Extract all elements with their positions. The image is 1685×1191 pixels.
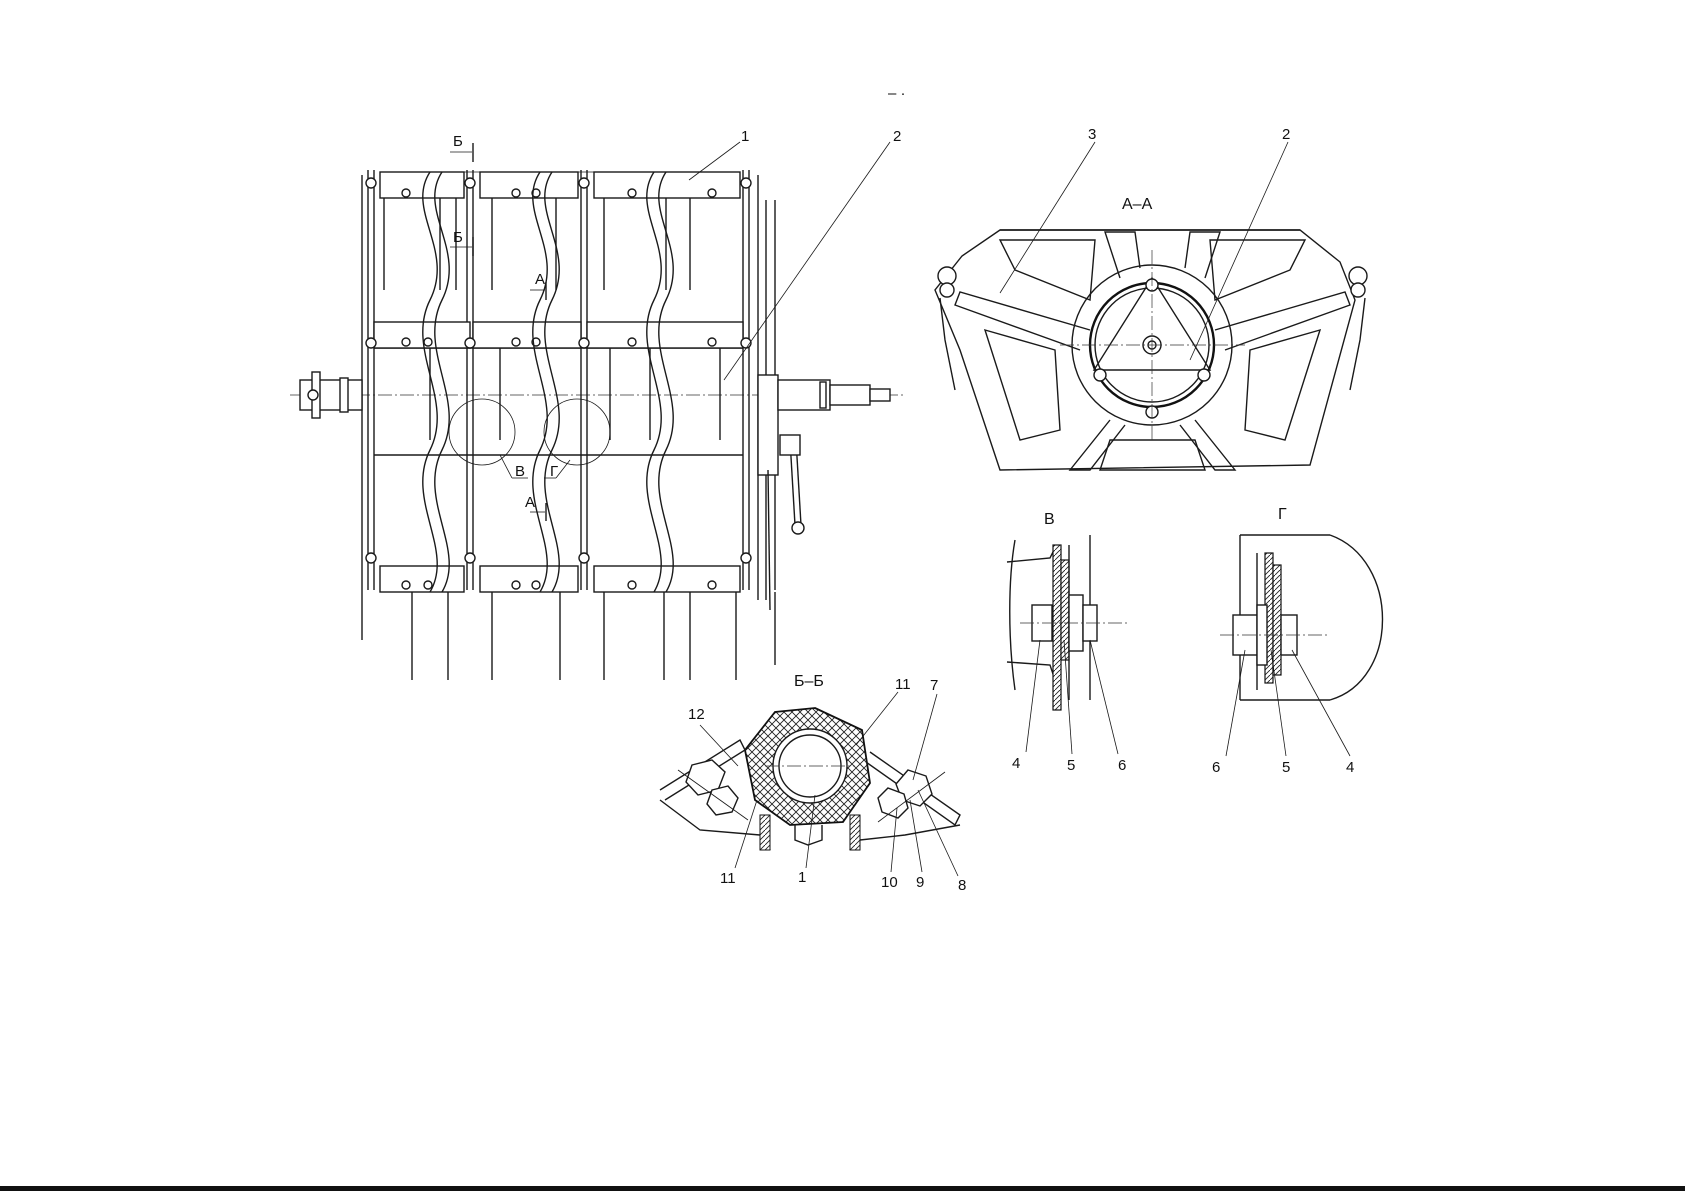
section-bb: Б–Б 12 [660,673,966,894]
callout-bb-7: 7 [930,677,938,694]
detail-mark-g: Г [550,463,558,480]
callout-v-5: 5 [1067,757,1075,774]
callout-bb-12: 12 [688,706,705,723]
tine-bar-top [380,172,740,198]
detail-g-title: Г [1278,506,1287,523]
callout-bb-11-top: 11 [895,676,911,693]
callout-v-4: 4 [1012,755,1020,772]
callout-g-5: 5 [1282,759,1290,776]
bolt-left [678,760,748,820]
section-aa-title: А–А [1122,196,1153,213]
tines [384,198,775,680]
bar-bolts [366,178,751,589]
bottom-border [0,1186,1685,1191]
section-mark-a-bottom: А [525,494,535,511]
header-fragment: – · [888,85,906,102]
callout-bb-9: 9 [916,874,924,891]
section-bb-title: Б–Б [794,673,824,690]
callout-bb-10: 10 [881,874,898,891]
section-mark-b-mid: Б [453,229,463,246]
callout-bb-8: 8 [958,877,966,894]
callout-g-6: 6 [1212,759,1220,776]
callout-aa-2: 2 [1282,126,1290,143]
callout-aa-3: 3 [1088,126,1096,143]
callout-g-4: 4 [1346,759,1354,776]
callout-main-1: 1 [741,128,749,145]
section-aa: А–А [935,126,1367,470]
detail-v: В 4 5 6 [1007,511,1130,774]
section-mark-a-top: А [535,271,545,288]
detail-mark-v: В [515,463,525,480]
detail-v-title: В [1044,511,1055,528]
callout-main-2: 2 [893,128,901,145]
detail-g: Г 6 5 4 [1212,506,1383,776]
section-mark-b-top: Б [453,133,463,150]
callout-v-6: 6 [1118,757,1126,774]
right-drive [758,375,890,610]
left-shaft [300,372,362,418]
tine-bar-bottom [380,566,740,592]
callout-bb-1: 1 [798,869,806,886]
callout-bb-11-bottom: 11 [720,870,736,887]
rotor-main-view: 1 2 Б Б А А В Г [290,128,905,680]
